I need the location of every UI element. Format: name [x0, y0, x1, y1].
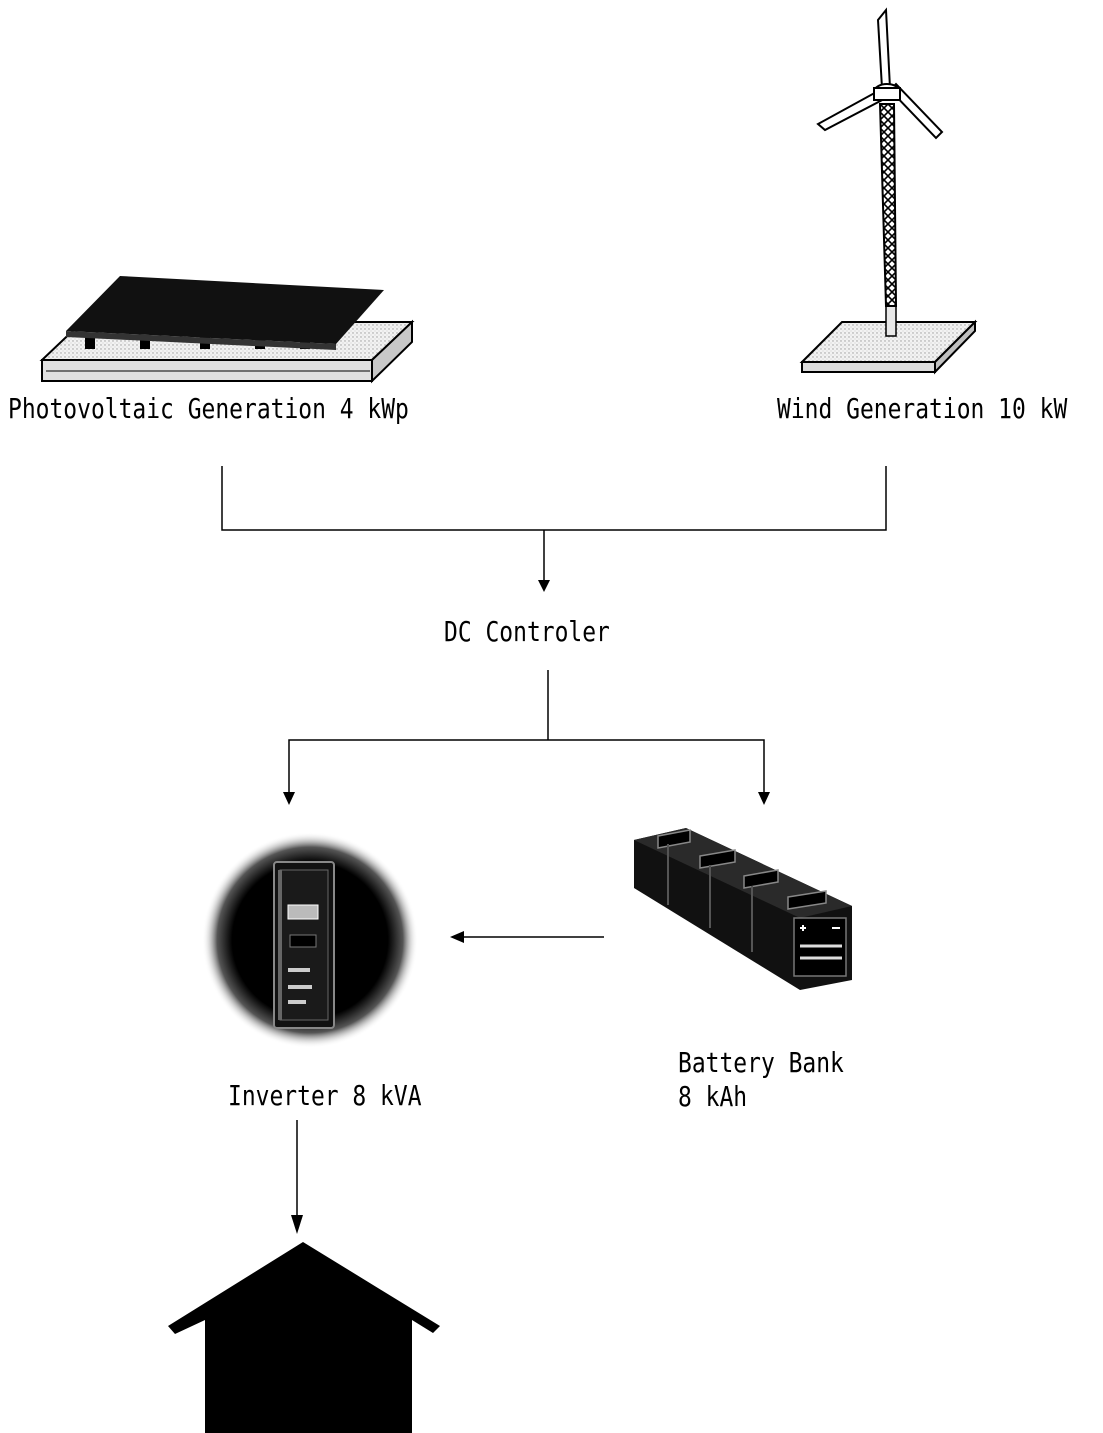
dc-controller-label: DC Controler [444, 615, 610, 649]
edge-generators-to-dc [222, 466, 886, 581]
solar-panel-icon [42, 276, 412, 381]
inverter-label: Inverter 8 kVA [228, 1079, 422, 1113]
battery-capacity-label: 8 kAh [678, 1080, 747, 1114]
arrowhead-to-battery [758, 792, 770, 805]
arrowhead-to-dc [538, 580, 550, 592]
battery-bank-label: Battery Bank [678, 1046, 844, 1080]
inverter-icon [202, 832, 418, 1048]
edge-dc-split [289, 670, 764, 793]
battery-bank-icon [634, 828, 852, 990]
arrowhead-from-battery [450, 931, 464, 943]
arrowhead-to-house [291, 1215, 303, 1234]
arrowhead-to-inverter [283, 792, 295, 805]
house-icon [168, 1242, 440, 1433]
pv-generation-label: Photovoltaic Generation 4 kWp [8, 392, 409, 426]
wind-turbine-icon [802, 10, 975, 372]
wind-generation-label: Wind Generation 10 kW [777, 392, 1067, 426]
